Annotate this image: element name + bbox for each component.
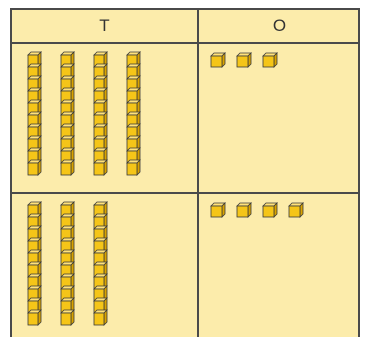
row-1-ones-cell xyxy=(210,52,278,68)
row-1-tens-rod-3 xyxy=(93,51,108,176)
row-2-tens-rod-1 xyxy=(27,201,42,326)
row-2-ones-cube-1 xyxy=(210,202,226,218)
row-1-tens-cell xyxy=(27,51,141,176)
row-divider xyxy=(12,192,358,194)
row-1-ones-cube-1 xyxy=(210,52,226,68)
header-tens: T xyxy=(99,16,110,35)
row-2-tens-cell xyxy=(27,201,108,326)
row-2-ones-cube-3 xyxy=(262,202,278,218)
row-2-ones-cube-4 xyxy=(288,202,304,218)
row-2-ones-cube-2 xyxy=(236,202,252,218)
row-2-tens-rod-2 xyxy=(60,201,75,326)
row-1-ones-cube-2 xyxy=(236,52,252,68)
row-1-tens-rod-4 xyxy=(126,51,141,176)
row-2-tens-rod-3 xyxy=(93,201,108,326)
row-1-tens-rod-2 xyxy=(60,51,75,176)
row-1-tens-rod-1 xyxy=(27,51,42,176)
place-value-chart: T O xyxy=(10,8,360,337)
column-divider xyxy=(197,10,199,337)
row-1-ones-cube-3 xyxy=(262,52,278,68)
row-2-ones-cell xyxy=(210,202,304,218)
header-divider xyxy=(12,42,358,44)
header-ones: O xyxy=(272,16,287,35)
